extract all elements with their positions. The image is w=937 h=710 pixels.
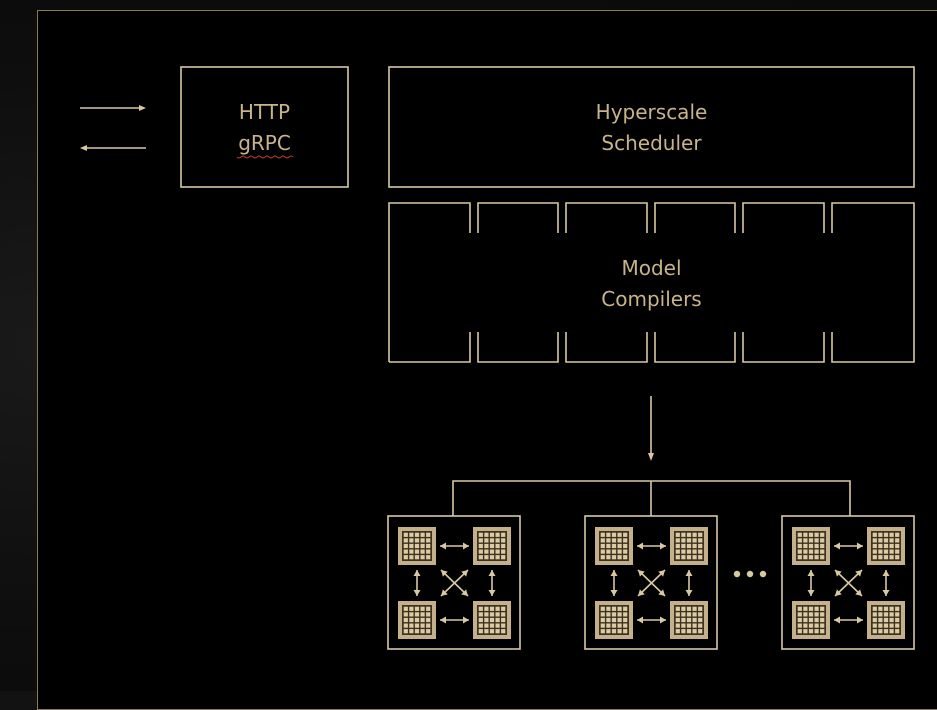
spellcheck-underline xyxy=(236,155,294,159)
gpu-node-3 xyxy=(781,515,915,650)
architecture-diagram: HTTP gRPC Hyperscale Scheduler Model Com… xyxy=(80,66,915,650)
chip-icon xyxy=(670,601,708,639)
compilers-box: Model Compilers xyxy=(388,202,915,363)
protocol-label-grpc: gRPC xyxy=(238,131,291,155)
protocol-box: HTTP gRPC xyxy=(180,66,349,188)
chip-icon xyxy=(792,601,830,639)
chip-icon xyxy=(867,527,905,565)
down-arrow-icon xyxy=(648,396,654,461)
scheduler-label-line1: Hyperscale xyxy=(596,100,708,124)
ellipsis-icon xyxy=(733,570,767,578)
gpu-node-frame xyxy=(781,515,915,650)
request-response-arrows-icon xyxy=(80,105,146,151)
scheduler-box: Hyperscale Scheduler xyxy=(388,66,915,188)
interconnect-arrows-icon xyxy=(413,542,496,624)
gpu-node-frame xyxy=(387,515,521,650)
chip-icon xyxy=(473,601,511,639)
gpu-node-2 xyxy=(584,515,718,650)
compilers-label-line2: Compilers xyxy=(601,287,701,311)
interconnect-arrows-icon xyxy=(807,542,890,624)
compilers-label-line1: Model xyxy=(621,256,681,280)
gpu-node-frame xyxy=(584,515,718,650)
protocol-label-http: HTTP xyxy=(239,100,290,124)
chip-icon xyxy=(670,527,708,565)
diagram-panel xyxy=(37,10,937,710)
chip-icon xyxy=(867,601,905,639)
chip-icon xyxy=(473,527,511,565)
chip-icon xyxy=(595,601,633,639)
interconnect-arrows-icon xyxy=(610,542,693,624)
chip-icon xyxy=(398,601,436,639)
chip-icon xyxy=(595,527,633,565)
scheduler-label-line2: Scheduler xyxy=(601,131,702,155)
gpu-node-1 xyxy=(387,515,521,650)
chip-icon xyxy=(398,527,436,565)
chip-icon xyxy=(792,527,830,565)
distribution-connectors xyxy=(452,480,851,516)
